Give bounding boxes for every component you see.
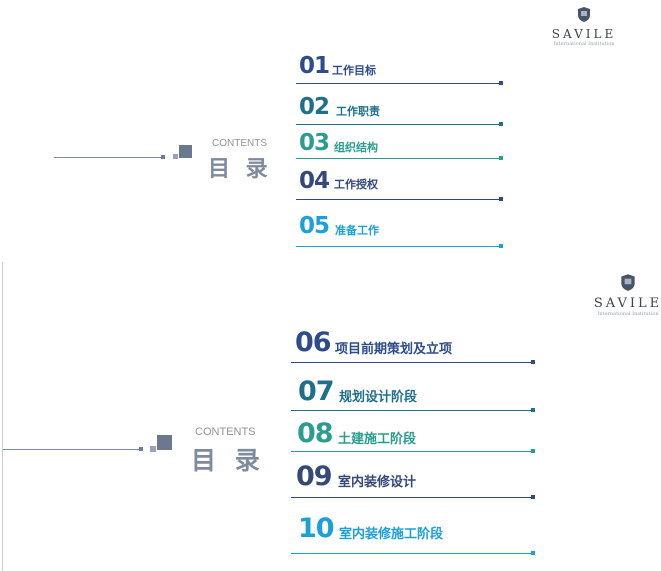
left-rule xyxy=(3,449,141,450)
deco-square-large xyxy=(179,145,192,158)
crest-icon xyxy=(621,274,635,291)
crest-icon xyxy=(578,7,590,22)
item-label: 工作目标 xyxy=(332,64,376,77)
left-rule xyxy=(54,157,163,158)
brand-name: SAVILE xyxy=(593,296,661,311)
item-underline xyxy=(296,246,501,247)
deco-square-small xyxy=(150,446,156,452)
rule-dot xyxy=(139,447,143,451)
item-underline xyxy=(291,553,534,554)
item-underline xyxy=(291,497,534,498)
item-label: 室内装修设计 xyxy=(338,475,417,490)
contents-label: CONTENTS xyxy=(212,138,267,149)
item-underline xyxy=(291,451,534,452)
item-label: 工作授权 xyxy=(334,178,378,191)
savile-logo: SAVILE International Institution xyxy=(548,5,620,47)
item-number: 01 xyxy=(299,53,330,79)
rule-dot xyxy=(161,155,165,159)
savile-logo: SAVILE International Institution xyxy=(592,272,661,317)
item-number: 02 xyxy=(299,94,330,120)
item-underline xyxy=(296,199,501,200)
item-underline-end xyxy=(499,81,503,85)
item-label: 项目前期策划及立项 xyxy=(335,342,453,357)
item-number: 03 xyxy=(299,130,330,156)
item-label: 工作职责 xyxy=(336,105,380,118)
contents-label: CONTENTS xyxy=(195,426,256,438)
brand-sub: International Institution xyxy=(553,41,615,47)
item-number: 07 xyxy=(298,376,335,407)
item-underline-end xyxy=(499,197,503,201)
brand-sub: International Institution xyxy=(597,311,659,317)
item-number: 08 xyxy=(297,418,334,449)
brand-name: SAVILE xyxy=(551,27,617,41)
item-underline xyxy=(291,410,534,411)
contents-title: 目 录 xyxy=(208,157,272,182)
item-underline xyxy=(296,158,501,159)
item-label: 土建施工阶段 xyxy=(338,432,417,447)
item-label: 规划设计阶段 xyxy=(339,390,418,405)
item-label: 准备工作 xyxy=(335,224,379,237)
item-underline-end xyxy=(499,156,503,160)
item-underline-end xyxy=(499,122,503,126)
item-underline xyxy=(296,124,501,125)
item-number: 10 xyxy=(298,513,335,544)
item-label: 室内装修施工阶段 xyxy=(339,527,444,542)
item-underline-end xyxy=(531,551,535,555)
item-underline-end xyxy=(531,360,535,364)
item-number: 05 xyxy=(299,213,330,239)
item-number: 09 xyxy=(296,461,333,492)
item-number: 06 xyxy=(295,327,332,358)
item-underline-end xyxy=(531,449,535,453)
item-number: 04 xyxy=(299,168,330,194)
deco-square-large xyxy=(157,435,172,450)
item-underline-end xyxy=(531,408,535,412)
item-underline-end xyxy=(531,495,535,499)
deco-square-small xyxy=(173,154,178,159)
item-underline xyxy=(291,362,534,363)
contents-title: 目 录 xyxy=(191,446,265,475)
item-label: 组织结构 xyxy=(334,141,378,154)
item-underline xyxy=(296,83,501,84)
item-underline-end xyxy=(499,244,503,248)
slide-divider xyxy=(2,262,3,571)
